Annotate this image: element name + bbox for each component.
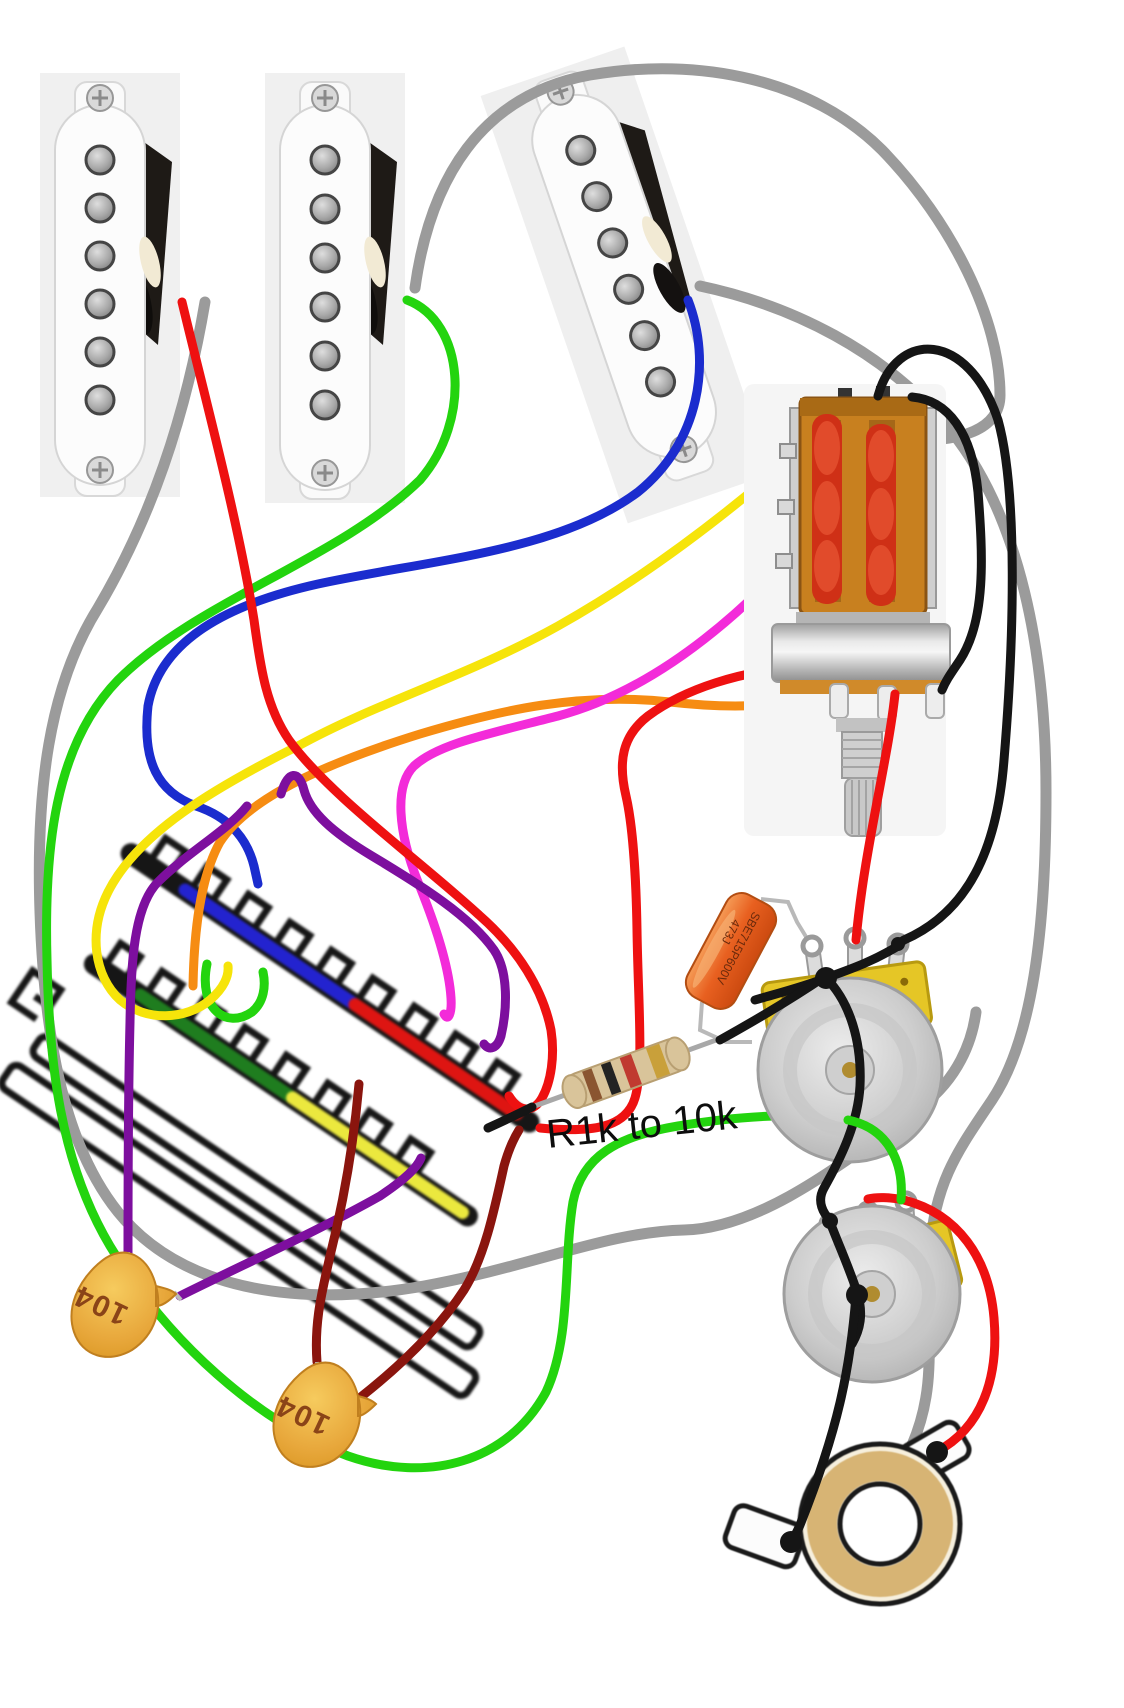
wax-blob <box>642 216 672 263</box>
wire-green-to-volume-lug <box>843 1115 906 1205</box>
solder-blob <box>815 967 837 989</box>
pole-pieces <box>84 144 116 416</box>
dpdt-top-strip <box>800 398 926 416</box>
frame-rail <box>29 1033 484 1351</box>
pot-center <box>864 1286 880 1302</box>
mount-screw <box>86 84 114 112</box>
wire-gray-ground-top <box>409 63 1006 446</box>
resistor-end-cap <box>664 1036 691 1072</box>
switch-pole-bar-red <box>348 998 524 1121</box>
band-red <box>619 1053 642 1089</box>
wire-purple-switch-jumper <box>276 771 510 1053</box>
ceramic-cap-2: 104 <box>270 1361 378 1468</box>
highlight <box>692 909 736 988</box>
pole-pieces <box>309 144 341 421</box>
wax-blob <box>139 236 161 288</box>
wire-maroon-cap2-to-switch <box>352 1125 524 1405</box>
jack-terminal-ground <box>780 1531 802 1553</box>
band-gold <box>645 1043 671 1079</box>
resistor <box>528 1035 724 1111</box>
bushing-base <box>836 718 888 732</box>
neck-pickup <box>40 73 180 497</box>
wire-yellow-pushpull-to-switch <box>91 447 803 1021</box>
pot-body <box>771 623 951 683</box>
bobbin-shadow <box>653 262 686 313</box>
wire-red-neck-hot <box>177 297 558 1114</box>
capacitor-body <box>684 892 778 1010</box>
dpdt-lug <box>779 443 797 459</box>
pole-pieces <box>565 134 677 398</box>
wire-black-right-loop <box>873 344 1017 949</box>
solder-blob <box>846 1284 868 1306</box>
mount-screw <box>86 456 114 484</box>
wire-red-jack-hot <box>863 1193 1000 1457</box>
wire-black-switch-to-resistor <box>483 1102 537 1133</box>
mount-screw <box>311 459 339 487</box>
pot-lugs <box>829 683 945 721</box>
wax-blob <box>364 236 386 288</box>
wire-orange-to-switch <box>188 683 851 991</box>
solder-joints <box>780 937 948 1553</box>
jack-gold-ring <box>807 1451 953 1597</box>
orange-drop-capacitor: SBE715P600V 473J <box>684 892 778 1010</box>
wire-red-pushpull-to-tone <box>851 689 900 945</box>
wire-maroon-switch-to-cap2 <box>311 1079 364 1367</box>
threaded-bushing <box>841 731 883 779</box>
switch-frame <box>0 965 484 1399</box>
dpdt-lug <box>777 499 795 515</box>
band-black <box>600 1061 622 1095</box>
dpdt-wax-column <box>812 414 842 604</box>
capacitor-body <box>70 1251 178 1358</box>
switch-pole-bar-yellow <box>286 1091 469 1220</box>
ceramic-cap-1: 104 <box>68 1251 183 1358</box>
wire-purple-cap1-to-switch <box>175 1153 426 1301</box>
dpdt-wax-column <box>866 424 896 606</box>
switch-pole-bar-blue <box>178 883 362 1012</box>
pot-center <box>842 1062 858 1078</box>
wire-black-resistor-to-pot <box>715 972 829 1045</box>
frame-rail <box>0 1061 480 1399</box>
wire-gray-ground-loop-left <box>33 296 982 1301</box>
pot-wafer <box>780 680 942 694</box>
mount-screw <box>311 84 339 112</box>
jack-terminal-hot <box>926 1441 948 1463</box>
capacitor-body <box>272 1361 378 1468</box>
wire-green-switch-jumper <box>200 959 269 1023</box>
pot-strap <box>796 612 930 624</box>
wire-purple-switch-to-cap1 <box>123 801 252 1259</box>
comb-lugs <box>149 833 522 1098</box>
solder-blob <box>891 937 905 951</box>
cap-lead <box>760 897 810 942</box>
solder-blob <box>822 1213 838 1229</box>
band-brown <box>582 1068 603 1102</box>
push-pull-pot <box>744 384 951 837</box>
middle-pickup <box>265 73 405 503</box>
wire-red-switch-to-volume <box>535 659 898 1135</box>
dpdt-lug <box>775 553 793 569</box>
jack-hole <box>837 1481 923 1567</box>
pot-ring <box>808 1230 936 1358</box>
resistor-end-cap <box>561 1074 588 1109</box>
cap-lead <box>697 1001 752 1044</box>
wire-magenta-dpdt-to-switch <box>396 555 795 1022</box>
wire-black-dpdt-to-pot-lug <box>907 392 986 695</box>
